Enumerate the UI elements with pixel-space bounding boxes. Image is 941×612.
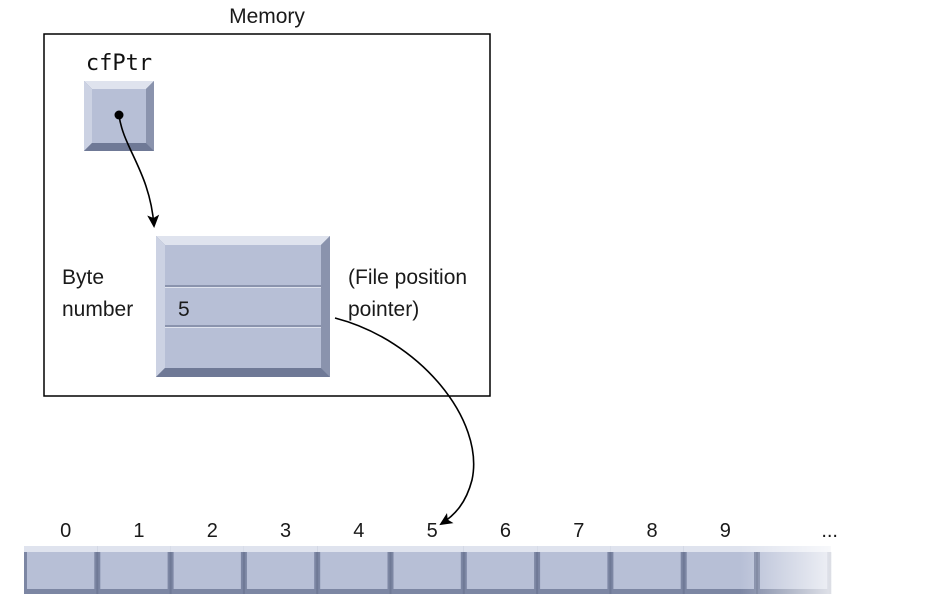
- byte-number-label-line1: Byte: [62, 266, 104, 289]
- byte-label-2: 2: [207, 520, 218, 542]
- file-position-arrow: [334, 317, 475, 526]
- file-struct-box: [156, 236, 330, 377]
- byte-cell-2: [170, 546, 245, 594]
- memory-title: Memory: [229, 5, 305, 28]
- byte-labels: 0 1 2 3 4 5 6 7 8 9...: [60, 520, 838, 542]
- memory-frame: [43, 33, 491, 397]
- byte-cell-5: [390, 546, 465, 594]
- byte-cell-4: [317, 546, 392, 594]
- byte-label-6: 6: [500, 520, 511, 542]
- byte-label-1: 1: [133, 520, 144, 542]
- byte-label-5: 5: [427, 520, 438, 542]
- byte-cell-7: [537, 546, 612, 594]
- file-position-value: 5: [178, 298, 190, 321]
- pointer-arrow: [118, 114, 160, 228]
- byte-label-9: 9: [720, 520, 731, 542]
- byte-number-label-line2: number: [62, 298, 133, 321]
- file-position-pointer-label-line2: pointer): [348, 298, 419, 321]
- file-position-pointer-label-line1: (File position: [348, 266, 467, 289]
- file-byte-strip: [24, 546, 832, 594]
- byte-label-10: ...: [821, 520, 838, 542]
- pointer-name: cfPtr: [86, 51, 152, 76]
- byte-label-0: 0: [60, 520, 71, 542]
- byte-label-7: 7: [573, 520, 584, 542]
- byte-label-3: 3: [280, 520, 291, 542]
- byte-label-8: 8: [646, 520, 657, 542]
- byte-cell-0: [24, 546, 99, 594]
- strip-fade: [740, 544, 860, 594]
- byte-cell-6: [463, 546, 539, 594]
- byte-label-4: 4: [353, 520, 364, 542]
- byte-cell-8: [610, 546, 685, 594]
- byte-cell-1: [97, 546, 172, 594]
- byte-cell-3: [243, 546, 319, 594]
